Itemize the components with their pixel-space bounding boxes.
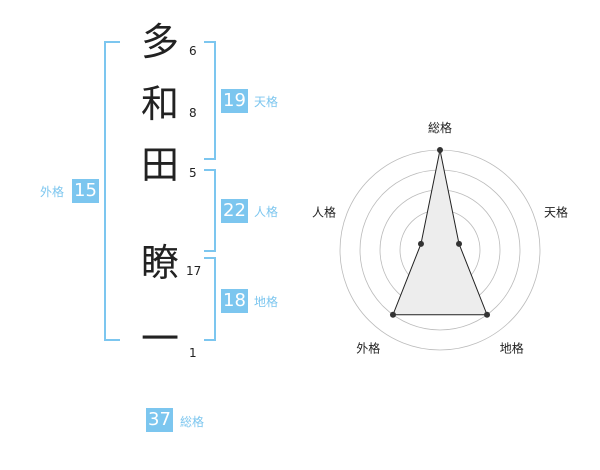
radar-point-1 [437, 147, 443, 153]
chikaku-value: 18 [221, 289, 248, 313]
radar-point-5 [417, 240, 424, 247]
name-char-4: 瞭 [141, 241, 180, 285]
gaikaku-bracket [104, 41, 120, 341]
stroke-count-5: 1 [189, 346, 197, 360]
radar-axis-label-1: 総格 [428, 120, 452, 135]
radar-axis-label-2: 天格 [544, 204, 568, 219]
tenkaku-value: 19 [221, 89, 248, 113]
soukaku-label: 総格 [180, 415, 205, 429]
name-char-5: 一 [141, 317, 180, 361]
tenkaku-bracket [204, 41, 216, 160]
radar-point-3 [484, 311, 491, 318]
jinkaku-value: 22 [221, 199, 248, 223]
jinkaku-bracket [204, 169, 216, 252]
radar-axis-label-3: 地格 [500, 341, 524, 356]
gaikaku-label: 外格 [40, 185, 65, 199]
stroke-count-4: 17 [186, 264, 202, 278]
chikaku-label: 地格 [254, 295, 279, 309]
tenkaku-label: 天格 [254, 95, 279, 109]
radar-area [392, 149, 488, 316]
name-char-2: 和 [141, 82, 180, 126]
radar-points [389, 147, 491, 318]
stroke-count-1: 6 [189, 44, 197, 58]
soukaku-value: 37 [146, 408, 173, 432]
radar-point-2 [456, 240, 463, 247]
chikaku-bracket [204, 257, 216, 341]
stroke-count-2: 8 [189, 106, 197, 120]
stroke-count-3: 5 [189, 166, 197, 180]
jinkaku-label: 人格 [254, 205, 279, 219]
name-char-3: 田 [141, 143, 180, 187]
radar-point-4 [389, 311, 396, 318]
radar-axis-label-4: 外格 [356, 341, 380, 356]
radar-axis-label-5: 人格 [312, 204, 336, 219]
name-char-1: 多 [141, 20, 180, 64]
gaikaku-value: 15 [72, 179, 99, 203]
